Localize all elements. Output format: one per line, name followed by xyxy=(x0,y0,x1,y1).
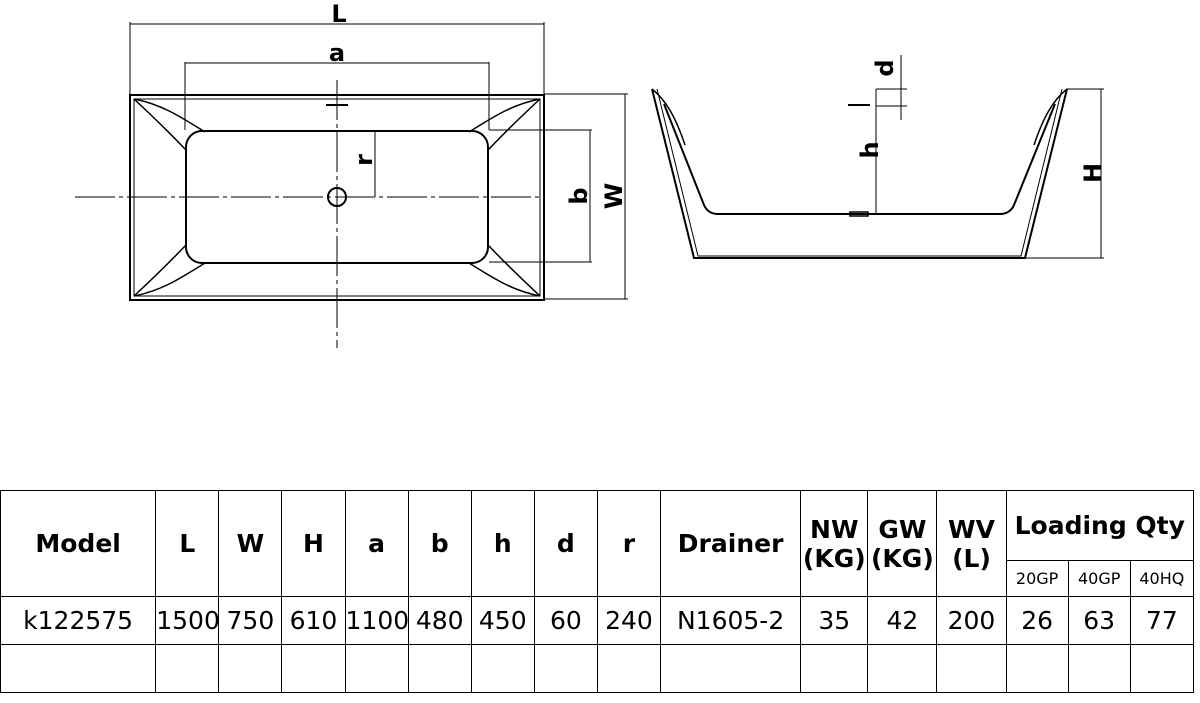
header-b: b xyxy=(407,490,472,597)
empty-cell xyxy=(155,644,220,693)
cell-40gp: 63 xyxy=(1067,596,1131,645)
top-view xyxy=(75,22,628,348)
header-nw-line2: (KG) xyxy=(802,543,866,573)
empty-cell xyxy=(1005,644,1069,693)
empty-cell xyxy=(800,644,869,693)
side-view xyxy=(651,55,1104,259)
empty-cell xyxy=(0,644,157,693)
cell-wv: 200 xyxy=(936,596,1007,645)
empty-cell xyxy=(1067,644,1131,693)
header-d: d xyxy=(533,490,598,597)
cell-h: 450 xyxy=(470,596,535,645)
empty-cell xyxy=(1129,644,1195,693)
header-L: L xyxy=(155,490,220,597)
side-drain-mark xyxy=(849,211,869,217)
empty-cell xyxy=(344,644,409,693)
label-H: H xyxy=(1079,163,1107,183)
empty-cell xyxy=(218,644,283,693)
header-gw-line1: GW xyxy=(878,514,927,544)
drain-circle xyxy=(327,187,347,207)
cell-r: 240 xyxy=(596,596,662,645)
cell-gw: 42 xyxy=(867,596,938,645)
label-b: b xyxy=(565,187,593,204)
header-h: h xyxy=(470,490,535,597)
header-20gp: 20GP xyxy=(1005,560,1069,597)
table-row: k122575 1500 750 610 1100 480 450 60 240… xyxy=(0,596,1195,645)
header-nw: NW (KG) xyxy=(800,490,869,597)
label-L: L xyxy=(331,0,346,28)
header-a: a xyxy=(344,490,409,597)
empty-cell xyxy=(281,644,346,693)
header-40gp: 40GP xyxy=(1067,560,1131,597)
technical-drawing: L a r b W d h H xyxy=(75,0,1107,348)
empty-cell xyxy=(596,644,662,693)
cell-drainer: N1605-2 xyxy=(659,596,802,645)
cell-H: 610 xyxy=(281,596,346,645)
cell-W: 750 xyxy=(218,596,283,645)
header-wv: WV (L) xyxy=(936,490,1007,597)
empty-cell xyxy=(936,644,1007,693)
header-loading-qty: Loading Qty xyxy=(1005,490,1195,561)
header-W: W xyxy=(218,490,283,597)
empty-row xyxy=(0,644,1195,693)
label-a: a xyxy=(329,39,345,67)
header-gw: GW (KG) xyxy=(867,490,938,597)
cell-model: k122575 xyxy=(0,596,157,645)
header-drainer: Drainer xyxy=(659,490,802,597)
header-gw-line2: (KG) xyxy=(871,543,934,573)
empty-cell xyxy=(533,644,598,693)
header-model: Model xyxy=(0,490,157,597)
subheader-row: 20GP 40GP 40HQ xyxy=(1,560,1195,597)
label-d: d xyxy=(871,59,899,76)
spec-table: Model L W H a b h d r Drainer NW (KG) GW… xyxy=(0,490,1195,693)
empty-cell xyxy=(659,644,802,693)
header-wv-line1: WV xyxy=(948,514,995,544)
header-row: Model L W H a b h d r Drainer NW (KG) GW… xyxy=(0,490,1195,597)
header-40hq: 40HQ xyxy=(1129,560,1195,597)
label-h: h xyxy=(856,141,884,158)
cell-L: 1500 xyxy=(155,596,220,645)
header-H: H xyxy=(281,490,346,597)
cell-nw: 35 xyxy=(800,596,869,645)
cell-20gp: 26 xyxy=(1005,596,1069,645)
empty-cell xyxy=(470,644,535,693)
header-r: r xyxy=(596,490,662,597)
label-r: r xyxy=(350,154,378,166)
cell-d: 60 xyxy=(533,596,598,645)
label-W: W xyxy=(600,183,628,209)
header-wv-line2: (L) xyxy=(952,543,991,573)
cell-40hq: 77 xyxy=(1129,596,1195,645)
empty-cell xyxy=(867,644,938,693)
header-nw-line1: NW xyxy=(810,514,859,544)
cell-b: 480 xyxy=(407,596,472,645)
cell-a: 1100 xyxy=(344,596,409,645)
empty-cell xyxy=(407,644,472,693)
